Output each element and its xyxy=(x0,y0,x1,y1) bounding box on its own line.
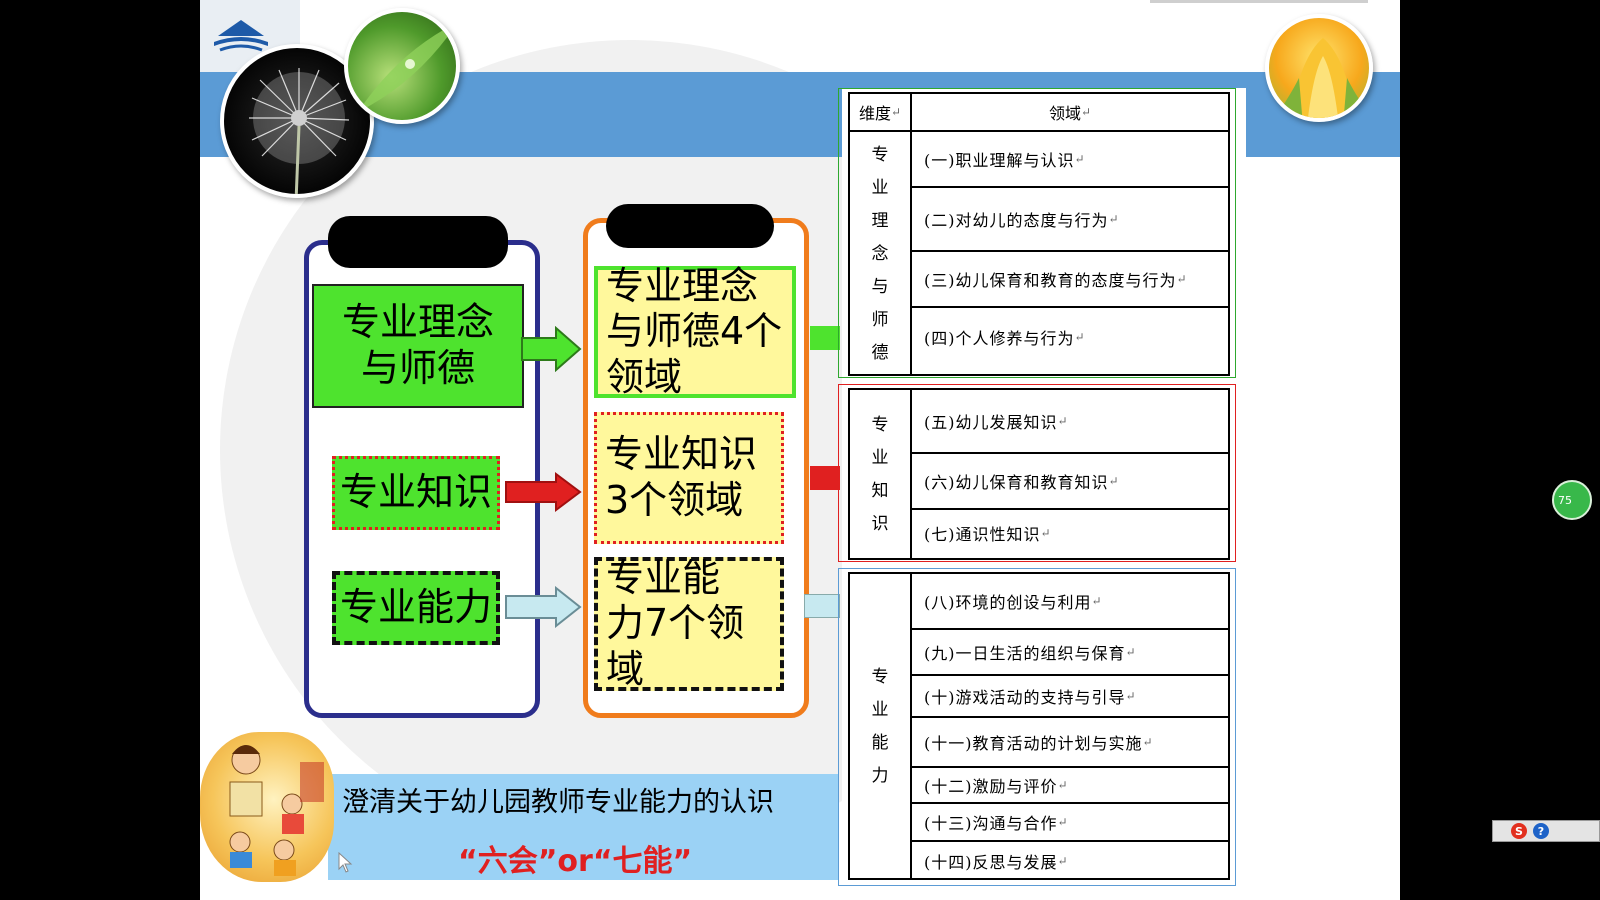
left-box-philosophy: 专业理念与师德 xyxy=(312,284,524,408)
arrow-lightblue-icon xyxy=(504,586,582,628)
table-group-ability: 专 业 能 力 (八)环境的创设与利用↵ (九)一日生活的组织与保育↵ (十)游… xyxy=(848,572,1230,880)
system-tray: S ? xyxy=(1492,820,1600,842)
floating-widget-button[interactable]: 75 xyxy=(1552,480,1592,520)
mouse-cursor-icon xyxy=(338,852,354,874)
right-panel-tab xyxy=(606,204,774,248)
right-box-philosophy: 专业理念与师德4个领域 xyxy=(594,266,796,398)
right-box-ability: 专业能力7个领域 xyxy=(594,557,784,691)
left-box-knowledge: 专业知识 xyxy=(332,456,500,530)
header-area: 领域↵ xyxy=(912,94,1228,132)
table-row: (十)游戏活动的支持与引导↵ xyxy=(912,676,1228,718)
table-row: (七)通识性知识↵ xyxy=(912,510,1228,556)
right-box-knowledge: 专业知识3个领域 xyxy=(594,412,784,544)
connector-green xyxy=(810,326,840,350)
children-reading-illustration xyxy=(200,732,334,882)
table-row: (九)一日生活的组织与保育↵ xyxy=(912,630,1228,676)
connector-red xyxy=(810,466,840,490)
banner-title: 澄清关于幼儿园教师专业能力的认识 xyxy=(342,780,774,819)
sogou-input-icon[interactable]: S xyxy=(1511,823,1527,839)
table-row: (十一)教育活动的计划与实施↵ xyxy=(912,718,1228,768)
school-logo-icon xyxy=(210,14,272,54)
table-group-knowledge: 专 业 知 识 (五)幼儿发展知识↵ (六)幼儿保育和教育知识↵ (七)通识性知… xyxy=(848,388,1230,560)
table-row: (二)对幼儿的态度与行为↵ xyxy=(912,188,1228,252)
table-row: (三)幼儿保育和教育的态度与行为↵ xyxy=(912,252,1228,308)
leaf-image xyxy=(344,8,460,124)
table-row: (十三)沟通与合作↵ xyxy=(912,804,1228,842)
arrow-green-icon xyxy=(520,326,582,372)
table-row: (十二)激励与评价↵ xyxy=(912,768,1228,804)
table-group-philosophy: 维度↵ 领域↵ 专 业 理 念 与 师 德 (一)职业理解与认识↵ (二)对幼儿… xyxy=(848,92,1230,376)
header-dimension: 维度↵ xyxy=(850,94,912,132)
table-row: (一)职业理解与认识↵ xyxy=(912,132,1228,188)
table-row: (四)个人修养与行为↵ xyxy=(912,308,1228,366)
table-row: (八)环境的创设与利用↵ xyxy=(912,574,1228,630)
table-row: (十四)反思与发展↵ xyxy=(912,842,1228,880)
left-box-ability: 专业能力 xyxy=(332,571,500,645)
left-panel-tab xyxy=(328,216,508,268)
connector-lightblue xyxy=(804,594,840,618)
dimension-philosophy: 专 业 理 念 与 师 德 xyxy=(850,132,912,376)
arrow-red-icon xyxy=(504,472,582,512)
dimension-ability: 专 业 能 力 xyxy=(850,574,912,880)
banner-subtitle: “六会”or“七能” xyxy=(458,836,692,880)
dimension-knowledge: 专 业 知 识 xyxy=(850,390,912,560)
table-row: (六)幼儿保育和教育知识↵ xyxy=(912,454,1228,510)
tulip-image xyxy=(1265,14,1373,122)
top-shadow-line xyxy=(1150,0,1368,3)
help-icon[interactable]: ? xyxy=(1533,823,1549,839)
table-row: (五)幼儿发展知识↵ xyxy=(912,390,1228,454)
